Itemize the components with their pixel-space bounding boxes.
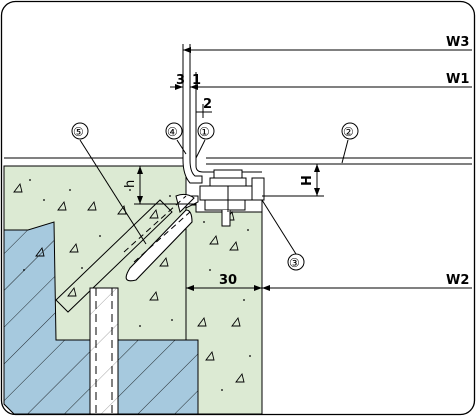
- inclined-anchor: [55, 195, 193, 313]
- callout-2: ②: [343, 125, 354, 139]
- callout-circles: [71, 122, 359, 271]
- dimension-arrows: [137, 47, 320, 291]
- dim-2-label: 2: [203, 97, 212, 112]
- vertical-rebar: [89, 287, 119, 415]
- steel-block: [3, 221, 199, 415]
- dim-w3-label: W3: [446, 35, 469, 50]
- dim-1-label: 1: [192, 73, 201, 88]
- callout-5: ⑤: [73, 125, 84, 139]
- dim-w1-label: W1: [446, 72, 469, 87]
- aggregate-dots: [23, 179, 251, 391]
- cover-plate: [182, 44, 262, 184]
- callout-4: ④: [167, 125, 178, 139]
- dim-h-big-label: H: [300, 175, 315, 186]
- dim-3-label: 3: [176, 73, 185, 88]
- callout-leaders: [79, 139, 349, 255]
- anchor-assembly: [199, 169, 265, 227]
- callout-3: ③: [289, 256, 300, 270]
- aggregate-marks: [13, 182, 245, 383]
- dim-30-label: 30: [219, 273, 237, 288]
- dim-h-small-label: h: [123, 180, 138, 188]
- dim-w2-label: W2: [446, 273, 469, 288]
- sealant-strip: [175, 193, 199, 213]
- surface-finish: [4, 157, 472, 167]
- callout-1: ①: [199, 125, 210, 139]
